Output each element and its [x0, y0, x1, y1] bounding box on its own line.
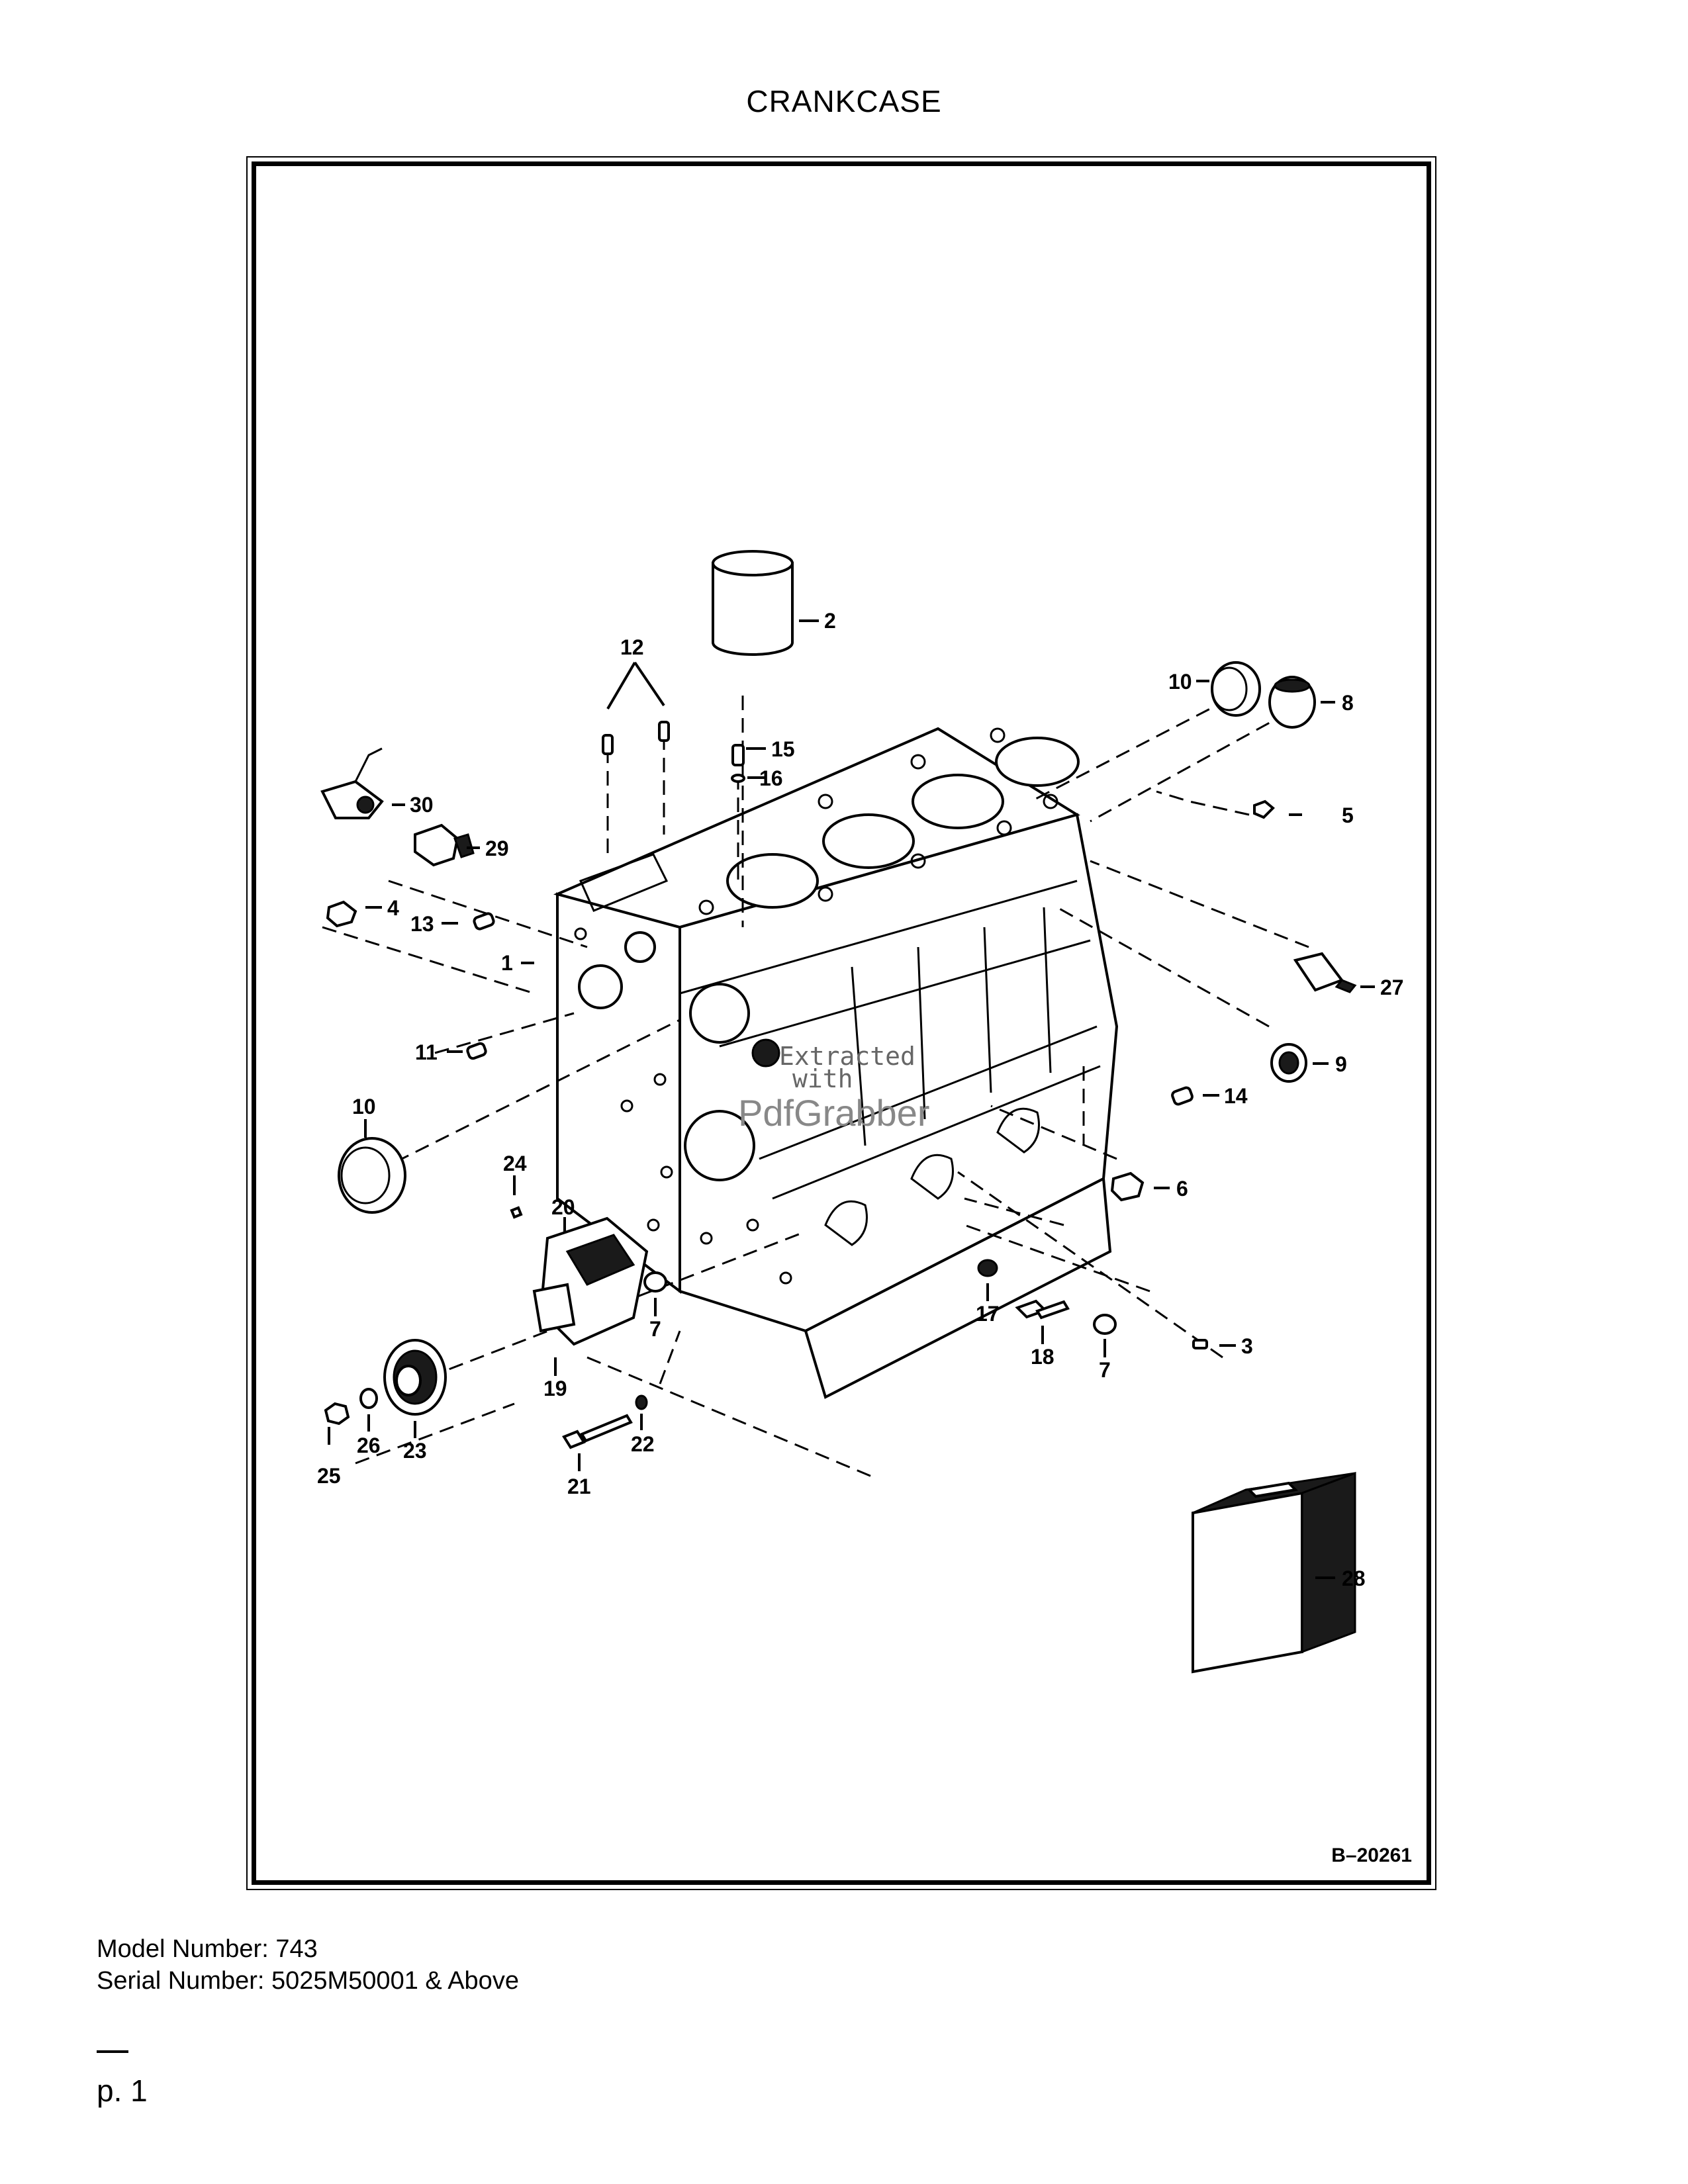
callout-25: 25: [317, 1464, 341, 1488]
plug: [643, 1271, 667, 1293]
leader-lines: [328, 619, 1375, 1579]
washer: [635, 1394, 648, 1410]
pin: [466, 1042, 487, 1060]
small-pin: [1192, 1339, 1208, 1349]
pdfgrabber-watermark: Extracted with PdfGrabber: [738, 1042, 930, 1134]
svg-text:with: with: [792, 1064, 853, 1093]
front-seal: [338, 1137, 406, 1214]
plug: [1093, 1314, 1117, 1335]
page-number-rule: [97, 2050, 128, 2053]
callout-18: 18: [1031, 1345, 1055, 1369]
fitting-assembly: [320, 747, 384, 819]
callout-2: 2: [824, 609, 836, 633]
seal: [1268, 676, 1316, 729]
callout-10-lower: 10: [352, 1095, 376, 1118]
diagram-frame-outer: [246, 156, 1436, 1890]
serial-number: Serial Number: 5025M50001 & Above: [97, 1967, 519, 1995]
callout-11: 11: [415, 1040, 438, 1064]
callout-3: 3: [1241, 1334, 1253, 1358]
callout-7-right: 7: [1099, 1358, 1111, 1382]
oil-pressure-switch: [1293, 952, 1357, 993]
svg-text:Extracted: Extracted: [779, 1042, 915, 1071]
model-number: Model Number: 743: [97, 1935, 318, 1963]
callout-labels: 2 12 15 16 10 8 5 27 9 14 6 3 7 7 17 18 …: [317, 609, 1404, 1590]
washer: [977, 1259, 998, 1277]
pin: [1171, 1086, 1194, 1106]
callout-14: 14: [1224, 1084, 1248, 1108]
cylinder-sleeve: [712, 550, 794, 656]
gasket-kit-box: [1192, 1471, 1356, 1674]
svg-text:PdfGrabber: PdfGrabber: [738, 1092, 930, 1134]
callout-22: 22: [631, 1432, 655, 1456]
bolt: [562, 1414, 633, 1449]
callout-28: 28: [1342, 1567, 1366, 1590]
callout-27: 27: [1380, 976, 1404, 999]
key: [510, 1206, 523, 1219]
callout-8: 8: [1342, 691, 1354, 715]
pin: [731, 744, 745, 766]
adapter: [414, 823, 475, 867]
page-title: CRANKCASE: [746, 84, 942, 118]
page-number: p. 1: [97, 2073, 148, 2108]
callout-21: 21: [567, 1475, 591, 1498]
callout-10-upper: 10: [1168, 670, 1192, 694]
o-ring: [731, 774, 745, 783]
callout-24: 24: [503, 1152, 527, 1175]
callout-19: 19: [543, 1377, 567, 1400]
idler-gear: [383, 1339, 447, 1416]
pin: [473, 912, 495, 931]
callout-20: 20: [551, 1195, 575, 1219]
crankcase-exploded-diagram: 2 12 15 16 10 8 5 27 9 14 6 3 7 7 17 18 …: [317, 550, 1404, 1674]
callout-5: 5: [1342, 803, 1354, 827]
crankcase-block: [553, 727, 1119, 1399]
callout-13: 13: [410, 912, 434, 936]
drain-plug: [1110, 1171, 1145, 1202]
oil-seal: [1270, 1043, 1307, 1083]
washer: [359, 1388, 378, 1409]
callout-4: 4: [387, 896, 399, 920]
callout-15: 15: [771, 737, 795, 761]
callout-29: 29: [485, 837, 509, 860]
callout-26: 26: [357, 1433, 381, 1457]
oil-pump: [532, 1216, 649, 1346]
bolt: [1015, 1299, 1070, 1320]
dowel-pin: [602, 734, 614, 755]
callout-23: 23: [403, 1439, 427, 1463]
diagram-frame: 2 12 15 16 10 8 5 27 9 14 6 3 7 7 17 18 …: [252, 161, 1431, 1885]
plug: [1253, 799, 1275, 819]
callout-30: 30: [410, 793, 434, 817]
nut: [324, 1402, 350, 1426]
callout-7-left: 7: [649, 1317, 661, 1341]
callout-12: 12: [620, 635, 644, 659]
expansion-plug: [1211, 661, 1261, 717]
callout-9: 9: [1335, 1052, 1347, 1076]
callout-1: 1: [501, 951, 513, 975]
plug: [326, 900, 357, 928]
callout-17: 17: [976, 1302, 1000, 1326]
dowel-pin: [658, 721, 670, 742]
figure-id: B–20261: [1331, 1844, 1412, 1866]
assembly-lines: [322, 696, 1309, 1478]
callout-6: 6: [1176, 1177, 1188, 1201]
callout-16: 16: [759, 766, 783, 790]
